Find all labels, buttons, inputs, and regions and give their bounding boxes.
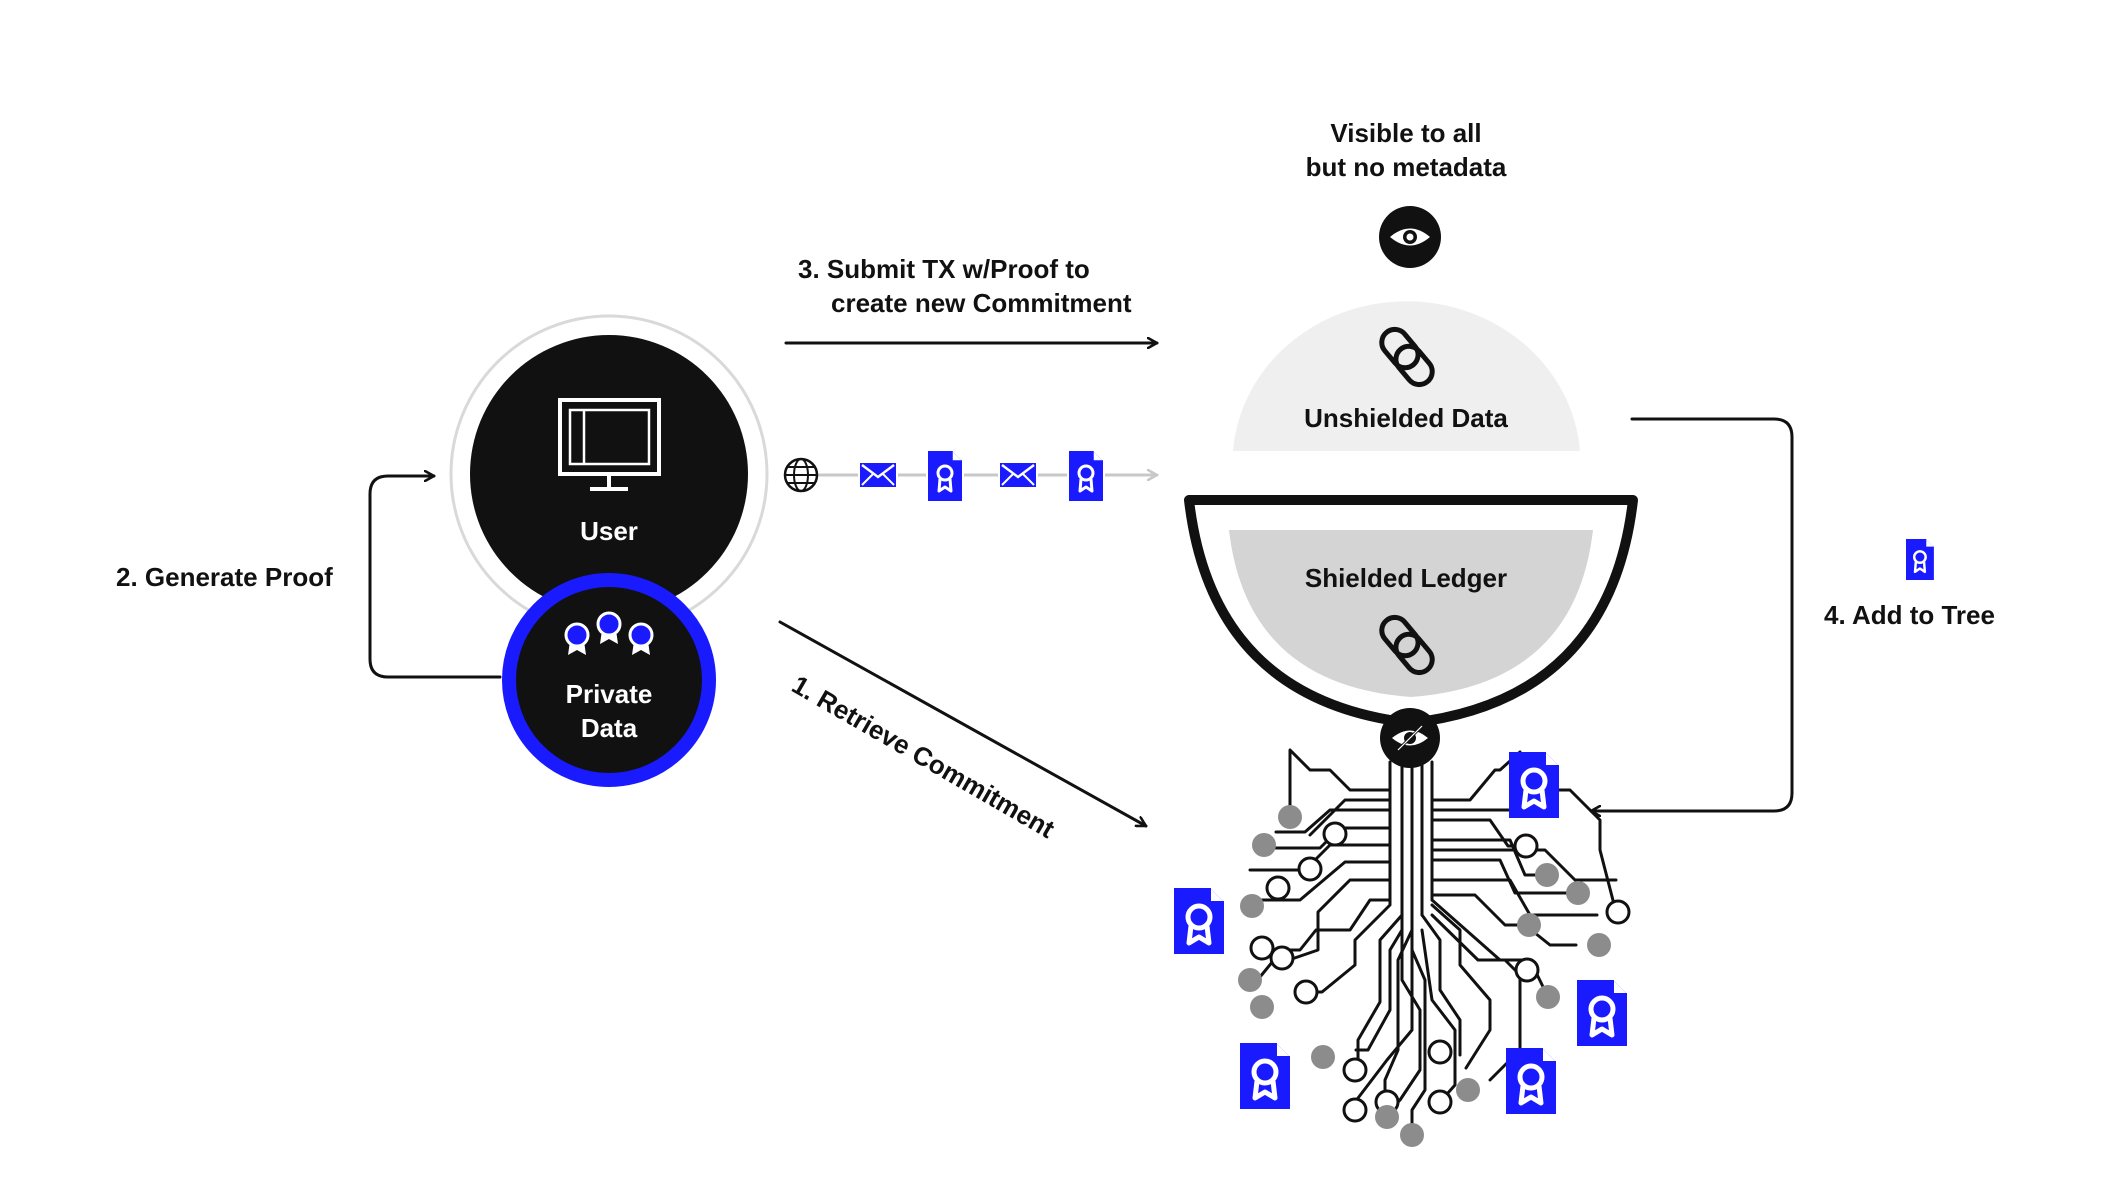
merkle-tree-roots bbox=[1248, 748, 1618, 1137]
merkle-tree-filled-nodes bbox=[1238, 805, 1611, 1147]
private-data-node bbox=[502, 573, 716, 787]
merkle-tree-open-nodes bbox=[1249, 821, 1631, 1123]
eye-icon bbox=[1379, 206, 1441, 268]
monitor-icon bbox=[558, 398, 661, 491]
visibility-note-line2: but no metadata bbox=[1306, 152, 1507, 182]
certificate-document-icon bbox=[1509, 752, 1559, 818]
certificate-document-icon bbox=[926, 449, 964, 503]
shielded-ledger-fill bbox=[1229, 530, 1593, 697]
private-data-label-line2: Data bbox=[581, 713, 638, 743]
step4-label: 4. Add to Tree bbox=[1824, 600, 1995, 630]
certificate-document-icon bbox=[1577, 980, 1627, 1046]
certificate-document-icon bbox=[1506, 1048, 1556, 1114]
generate-proof-arrow bbox=[368, 476, 502, 679]
add-to-tree-arrow bbox=[1589, 417, 1794, 811]
eye-slash-icon bbox=[1380, 708, 1440, 768]
certificate-document-icon bbox=[1240, 1043, 1290, 1109]
private-data-label-line1: Private bbox=[566, 679, 653, 709]
certificate-document-icon bbox=[1067, 449, 1105, 503]
visibility-note-line1: Visible to all bbox=[1330, 118, 1481, 148]
user-label: User bbox=[580, 516, 638, 546]
step3-label-line2: create new Commitment bbox=[831, 288, 1132, 318]
retrieve-commitment-arrow bbox=[778, 620, 1148, 828]
step3-label-line1: 3. Submit TX w/Proof to bbox=[798, 254, 1090, 284]
step2-label: 2. Generate Proof bbox=[116, 562, 333, 592]
certificate-document-icon bbox=[1174, 888, 1224, 954]
unshielded-data-label: Unshielded Data bbox=[1304, 403, 1508, 433]
globe-icon bbox=[783, 457, 819, 493]
envelope-icon bbox=[858, 461, 898, 489]
shielded-ledger-label: Shielded Ledger bbox=[1305, 563, 1507, 593]
certificate-document-icon bbox=[1906, 539, 1934, 580]
envelope-icon bbox=[998, 461, 1038, 489]
